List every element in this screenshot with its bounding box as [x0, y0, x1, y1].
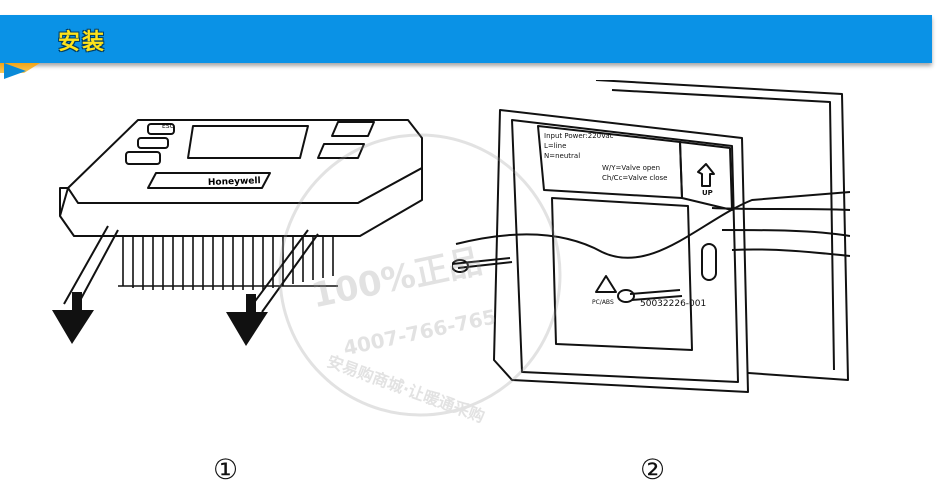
brand-label: Honeywell	[208, 176, 261, 188]
recycle-label: PC/ABS	[592, 299, 614, 306]
step-1-marker: ①	[213, 453, 239, 486]
label-line-3: N=neutral	[544, 152, 580, 160]
section-title: 安装	[58, 30, 107, 55]
section-banner: 安装	[0, 15, 932, 63]
label-line-4: W/Y=Valve open	[602, 164, 660, 172]
label-line-2: L=line	[544, 142, 566, 150]
banner-arrow-icon	[4, 63, 26, 79]
up-label: UP	[702, 189, 713, 197]
label-line-1: Input Power:220Vac	[544, 132, 614, 140]
part-number: 50032226-001	[640, 299, 706, 309]
label-line-5: Ch/Cc=Valve close	[602, 174, 667, 182]
mounting-plate-illustration: Input Power:220Vac L=line N=neutral W/Y=…	[452, 80, 850, 393]
esc-button-label: ESC	[162, 123, 174, 130]
step-2-marker: ②	[640, 453, 666, 486]
thermostat-removal-illustration: ESC Honeywell	[52, 119, 423, 346]
